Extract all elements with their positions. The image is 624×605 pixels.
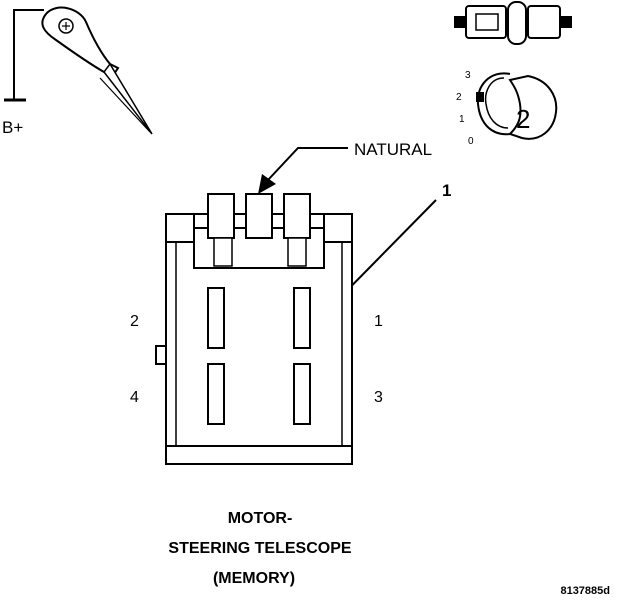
position-mark-1: 1 [459, 114, 465, 125]
figure-code: 8137885d [560, 585, 610, 597]
test-probe-icon [4, 6, 153, 135]
position-dial-icon [476, 72, 558, 140]
position-mark-0: 0 [468, 136, 474, 147]
natural-leader-line [258, 147, 348, 194]
position-mark-2: 2 [456, 92, 462, 103]
connector-pair-icon [454, 1, 572, 45]
cavity-label-3: 3 [374, 389, 383, 406]
caption-line-2: STEERING TELESCOPE [168, 540, 351, 557]
callout-1-label: 1 [442, 181, 451, 200]
cavity-4 [207, 363, 225, 425]
cavity-2 [207, 287, 225, 349]
cavity-label-1: 1 [374, 313, 383, 330]
cavity-3 [293, 363, 311, 425]
natural-label: NATURAL [354, 140, 432, 159]
cavity-1 [293, 287, 311, 349]
position-mark-3: 3 [465, 70, 471, 81]
cavity-label-4: 4 [130, 389, 139, 406]
connector-face-view [155, 193, 353, 465]
caption-line-3: (MEMORY) [213, 570, 295, 587]
caption-line-1: MOTOR- [228, 510, 293, 527]
b-plus-label: B+ [2, 118, 23, 137]
cavity-label-2: 2 [130, 313, 139, 330]
position-value: 2 [516, 104, 530, 134]
